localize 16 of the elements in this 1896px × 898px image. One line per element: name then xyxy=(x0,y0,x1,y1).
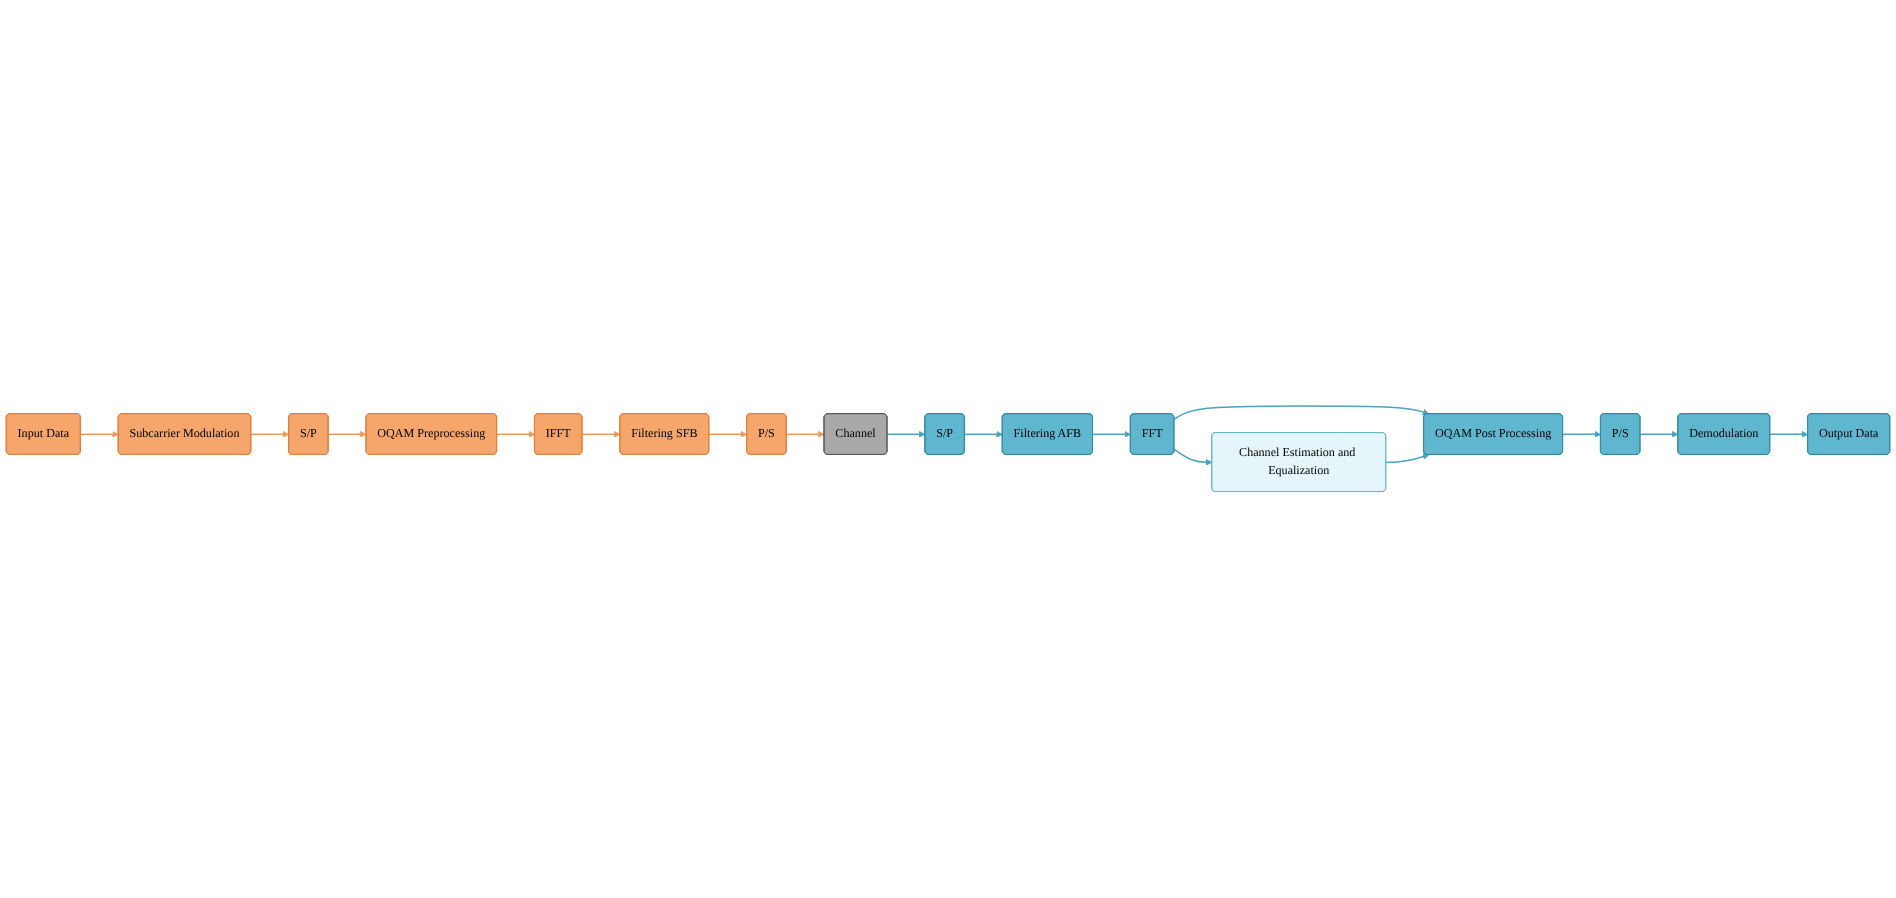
arrow xyxy=(1173,405,1430,421)
arrow xyxy=(1092,431,1131,438)
arrow xyxy=(1769,431,1809,438)
arrow xyxy=(964,431,1003,438)
arrow xyxy=(1173,448,1213,466)
arrow xyxy=(785,431,825,438)
arrow xyxy=(327,431,367,438)
arrow xyxy=(1385,453,1430,464)
arrow xyxy=(886,431,926,438)
arrow xyxy=(496,431,536,438)
arrow xyxy=(1562,431,1602,438)
arrow xyxy=(79,431,119,438)
arrow xyxy=(581,431,621,438)
arrow xyxy=(250,431,290,438)
arrow xyxy=(708,431,748,438)
arrow xyxy=(1639,431,1679,438)
